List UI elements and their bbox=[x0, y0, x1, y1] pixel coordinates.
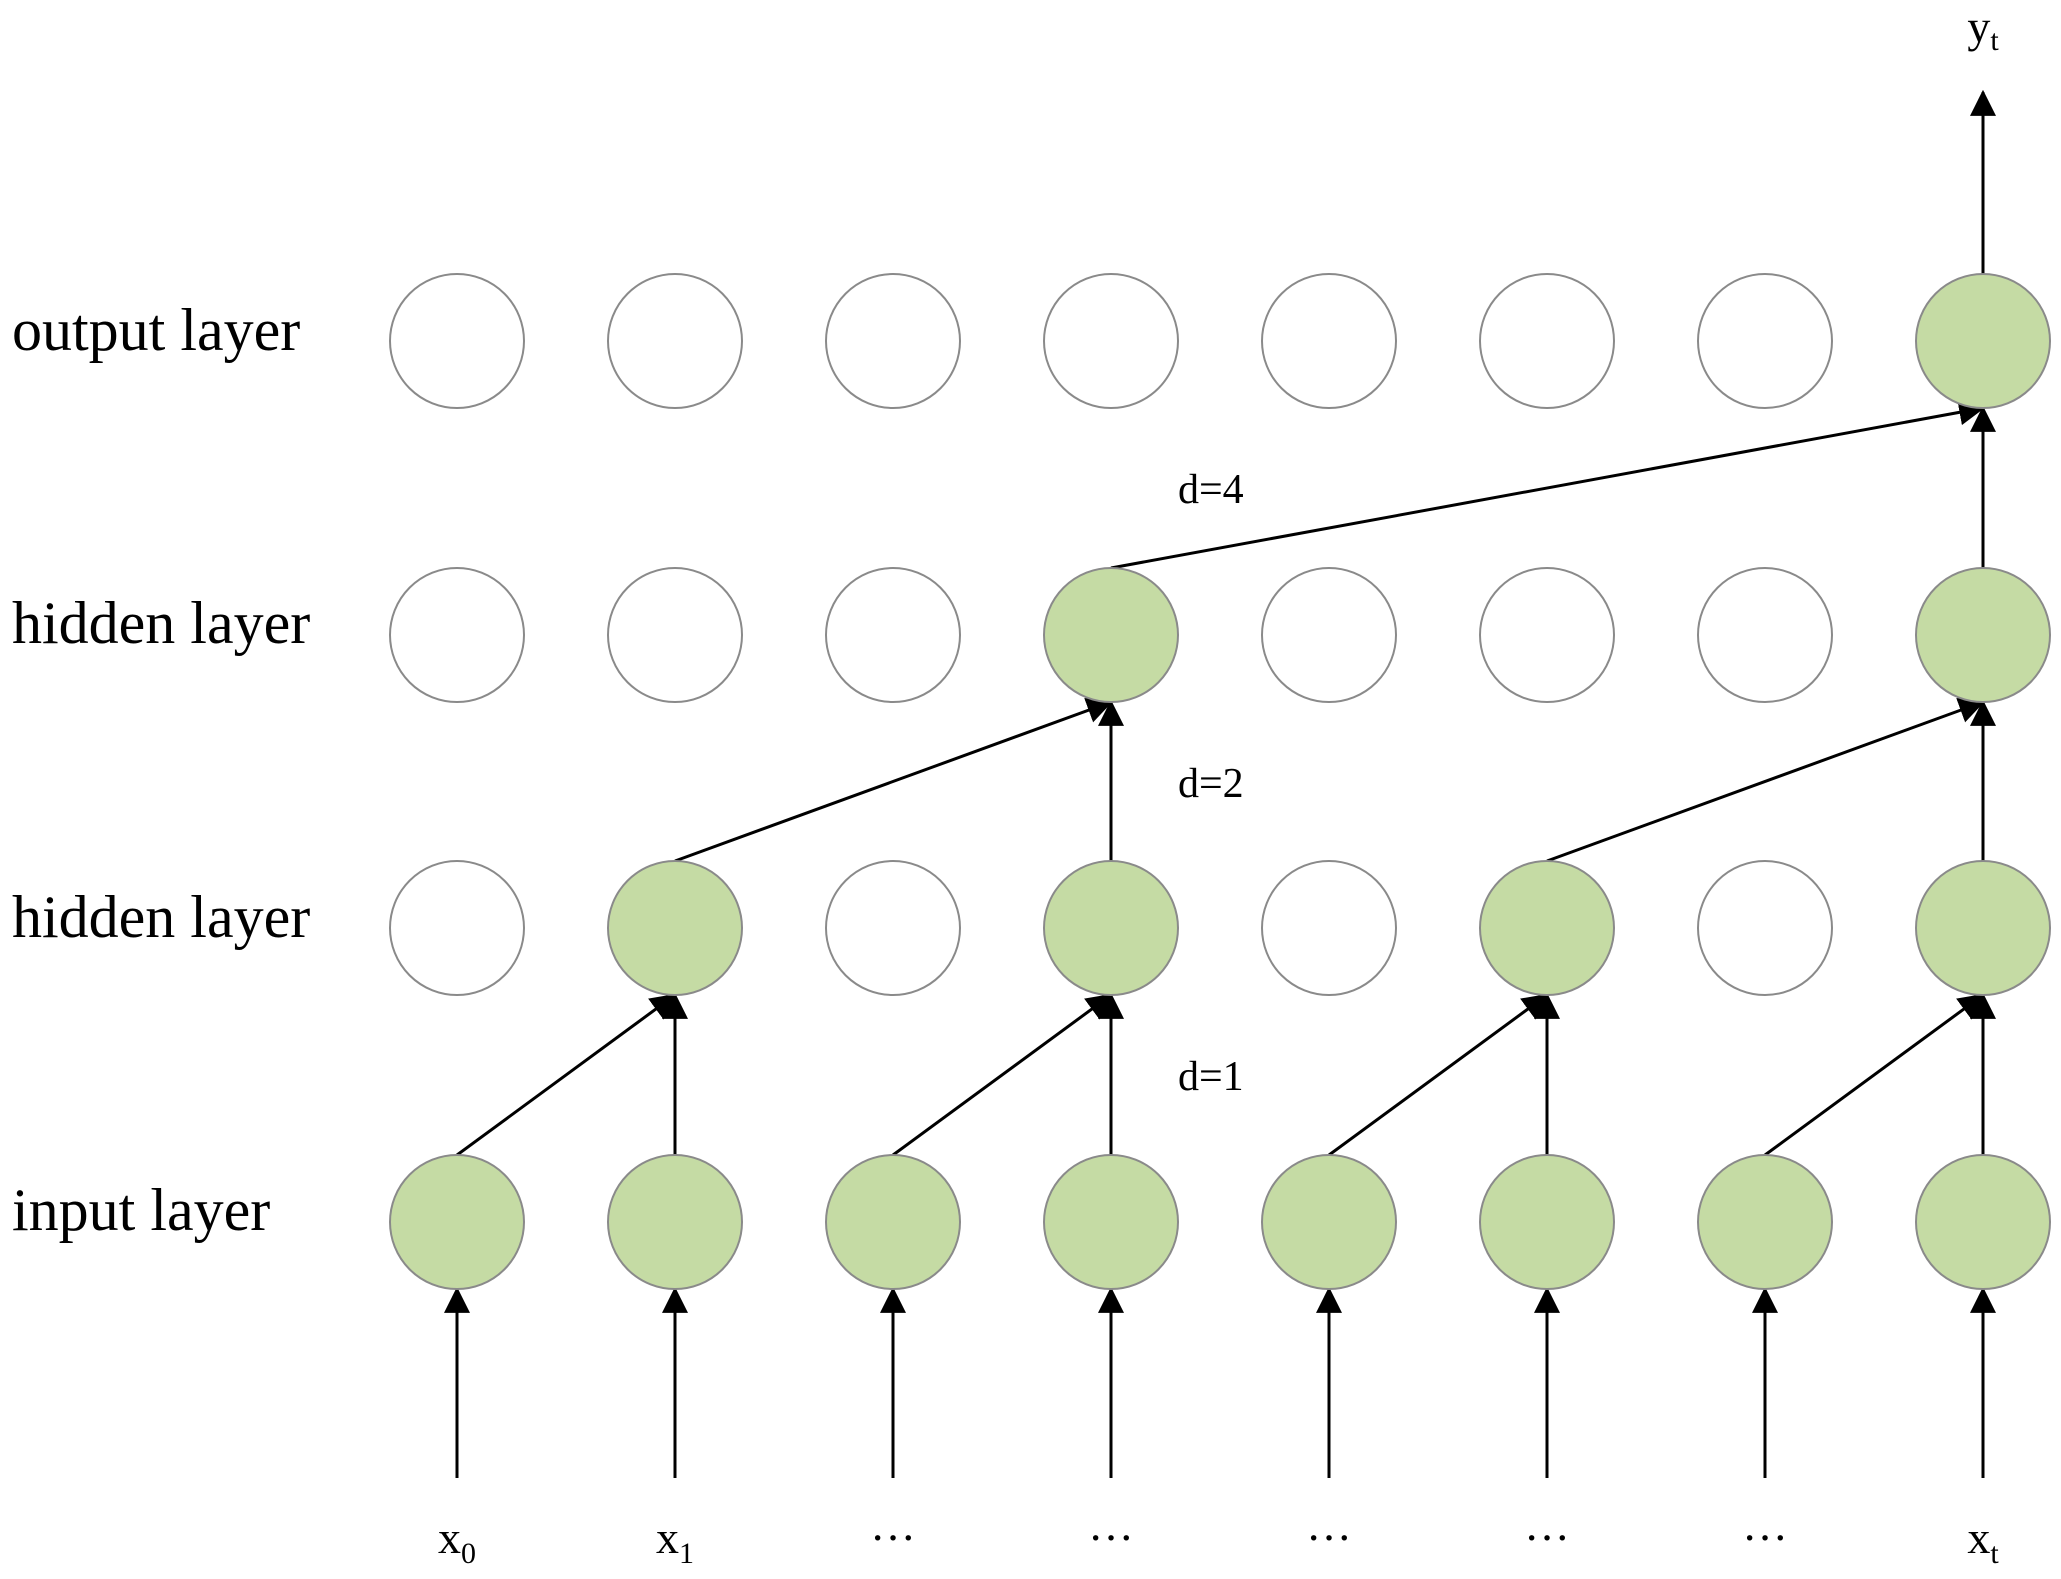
input-label-3: ··· bbox=[1088, 1512, 1134, 1563]
hidden2-node-2 bbox=[825, 567, 961, 703]
output-node-7 bbox=[1915, 273, 2051, 409]
edge-d2-1-3 bbox=[674, 697, 1114, 863]
connections bbox=[444, 89, 1996, 1478]
hidden2-node-3 bbox=[1043, 567, 1179, 703]
input-node-5 bbox=[1479, 1154, 1615, 1290]
hidden1-node-6 bbox=[1697, 860, 1833, 996]
hidden1-node-5 bbox=[1479, 860, 1615, 996]
layer-label-hidden-2: hidden layer bbox=[12, 590, 310, 656]
edge-d4-3-7 bbox=[1110, 399, 1986, 570]
input-node-7 bbox=[1915, 1154, 2051, 1290]
input-label-7: xt bbox=[1967, 1512, 1999, 1570]
output-label: yt bbox=[1967, 1, 1999, 57]
hidden2-node-1 bbox=[607, 567, 743, 703]
io-labels: x0 x1 ··· ··· ··· ··· ··· xt yt bbox=[438, 1, 1999, 1570]
nodes bbox=[389, 273, 2051, 1290]
output-node-0 bbox=[389, 273, 525, 409]
output-node-1 bbox=[607, 273, 743, 409]
layer-label-input: input layer bbox=[12, 1177, 270, 1243]
dilation-label-4: d=4 bbox=[1178, 467, 1244, 513]
output-node-5 bbox=[1479, 273, 1615, 409]
dilation-label-2: d=2 bbox=[1178, 761, 1244, 807]
dilation-label-1: d=1 bbox=[1178, 1054, 1244, 1100]
input-label-4: ··· bbox=[1306, 1512, 1352, 1563]
hidden1-node-3 bbox=[1043, 860, 1179, 996]
output-node-6 bbox=[1697, 273, 1833, 409]
edge-d2-5-7 bbox=[1546, 697, 1986, 863]
hidden1-node-4 bbox=[1261, 860, 1397, 996]
input-node-0 bbox=[389, 1154, 525, 1290]
hidden2-node-0 bbox=[389, 567, 525, 703]
input-node-6 bbox=[1697, 1154, 1833, 1290]
input-label-5: ··· bbox=[1524, 1512, 1570, 1563]
edge-d1-6-7 bbox=[1764, 993, 1985, 1157]
hidden2-node-5 bbox=[1479, 567, 1615, 703]
input-label-6: ··· bbox=[1742, 1512, 1788, 1563]
hidden1-node-1 bbox=[607, 860, 743, 996]
edge-d1-0-1 bbox=[456, 993, 677, 1157]
input-node-4 bbox=[1261, 1154, 1397, 1290]
input-node-2 bbox=[825, 1154, 961, 1290]
hidden1-node-0 bbox=[389, 860, 525, 996]
output-node-2 bbox=[825, 273, 961, 409]
hidden1-node-7 bbox=[1915, 860, 2051, 996]
output-node-3 bbox=[1043, 273, 1179, 409]
input-node-1 bbox=[607, 1154, 743, 1290]
output-node-4 bbox=[1261, 273, 1397, 409]
layer-label-output: output layer bbox=[12, 297, 300, 363]
input-node-3 bbox=[1043, 1154, 1179, 1290]
hidden2-node-4 bbox=[1261, 567, 1397, 703]
input-label-2: ··· bbox=[870, 1512, 916, 1563]
hidden2-node-6 bbox=[1697, 567, 1833, 703]
edge-d1-4-5 bbox=[1328, 993, 1549, 1157]
edge-d1-2-3 bbox=[892, 993, 1113, 1157]
input-label-1: x1 bbox=[656, 1512, 694, 1570]
hidden1-node-2 bbox=[825, 860, 961, 996]
input-label-0: x0 bbox=[438, 1512, 476, 1570]
hidden2-node-7 bbox=[1915, 567, 2051, 703]
layer-label-hidden-1: hidden layer bbox=[12, 884, 310, 950]
